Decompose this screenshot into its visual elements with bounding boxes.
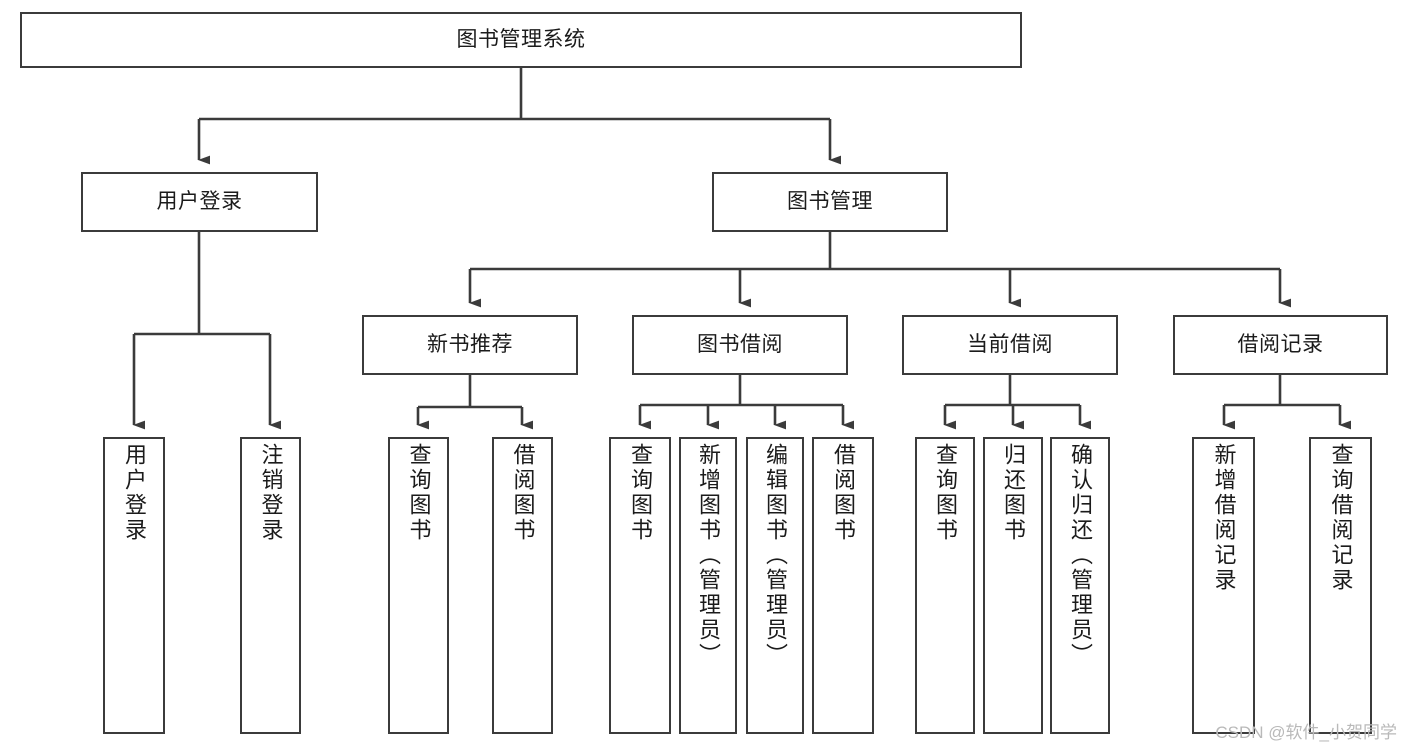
node-book-borrow[interactable]: 图书借阅 — [632, 315, 848, 375]
node-leaf-edit-book-admin[interactable]: 编辑图书（管理员） — [746, 437, 804, 734]
node-leaf-add-borrow-record[interactable]: 新增借阅记录 — [1192, 437, 1255, 734]
node-label: 新增借阅记录 — [1211, 443, 1237, 593]
csdn-watermark: CSDN @软件_小贺同学 — [1215, 723, 1397, 742]
node-book-management-system[interactable]: 图书管理系统 — [20, 12, 1022, 68]
node-label: 查询图书 — [628, 443, 653, 543]
node-label: 借阅记录 — [1237, 332, 1324, 356]
node-label: 注销登录 — [258, 443, 284, 543]
node-leaf-query-borrow-record[interactable]: 查询借阅记录 — [1309, 437, 1372, 734]
node-leaf-query-book-3[interactable]: 查询图书 — [915, 437, 975, 734]
node-user-login[interactable]: 用户登录 — [81, 172, 318, 232]
node-leaf-confirm-return-admin[interactable]: 确认归还（管理员） — [1050, 437, 1110, 734]
node-leaf-query-book-1[interactable]: 查询图书 — [388, 437, 449, 734]
node-label: 图书管理系统 — [456, 27, 586, 51]
node-current-borrow[interactable]: 当前借阅 — [902, 315, 1118, 375]
node-label: 查询借阅记录 — [1328, 443, 1354, 593]
node-label: 确认归还（管理员） — [1068, 443, 1093, 668]
node-leaf-user-login[interactable]: 用户登录 — [103, 437, 165, 734]
node-label: 图书借阅 — [697, 332, 783, 356]
node-label: 新书推荐 — [427, 332, 513, 356]
node-label: 编辑图书（管理员） — [763, 443, 788, 668]
node-label: 归还图书 — [1001, 443, 1026, 543]
node-label: 用户登录 — [156, 189, 243, 213]
node-book-management[interactable]: 图书管理 — [712, 172, 948, 232]
node-label: 当前借阅 — [967, 332, 1053, 356]
node-label: 借阅图书 — [831, 443, 856, 543]
node-borrow-record[interactable]: 借阅记录 — [1173, 315, 1388, 375]
node-new-book-recommend[interactable]: 新书推荐 — [362, 315, 578, 375]
node-leaf-return-book[interactable]: 归还图书 — [983, 437, 1043, 734]
node-label: 查询图书 — [406, 443, 432, 543]
node-leaf-query-book-2[interactable]: 查询图书 — [609, 437, 671, 734]
node-leaf-borrow-book-1[interactable]: 借阅图书 — [492, 437, 553, 734]
node-label: 图书管理 — [787, 189, 873, 213]
node-label: 用户登录 — [122, 443, 147, 543]
node-leaf-add-book-admin[interactable]: 新增图书（管理员） — [679, 437, 737, 734]
node-leaf-logout-login[interactable]: 注销登录 — [240, 437, 301, 734]
node-label: 新增图书（管理员） — [696, 443, 721, 668]
node-leaf-borrow-book-2[interactable]: 借阅图书 — [812, 437, 874, 734]
node-label: 借阅图书 — [510, 443, 536, 543]
node-label: 查询图书 — [933, 443, 958, 543]
